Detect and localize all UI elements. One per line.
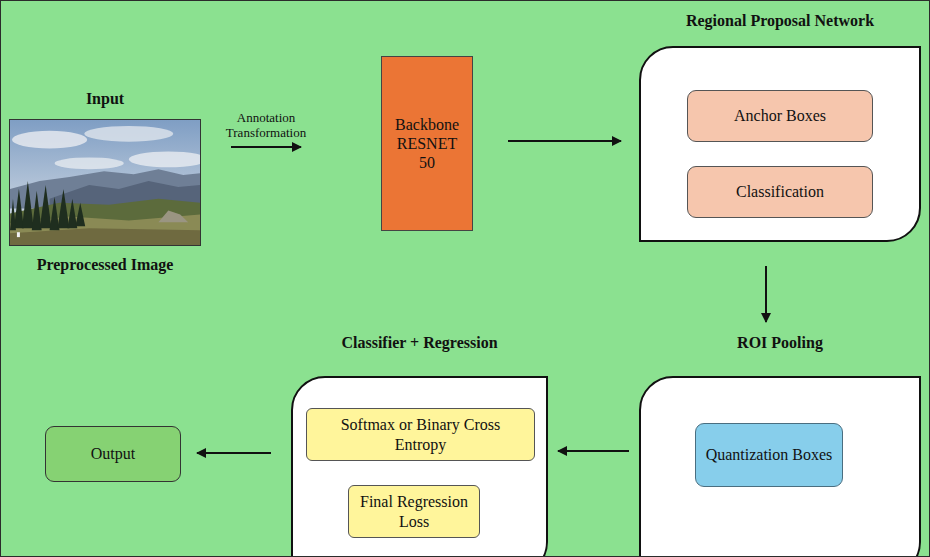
- landscape-photo: [10, 120, 200, 245]
- roi-container: ROI PoolingQuantization Boxes: [639, 376, 921, 557]
- classifier-container: Classifier + RegressionSoftmax or Binary…: [291, 376, 548, 557]
- box-label: Anchor Boxes: [734, 106, 826, 125]
- flow-arrow: [231, 146, 301, 148]
- box-label: Output: [91, 444, 135, 463]
- box-label: Backbone RESNET 50: [390, 115, 464, 173]
- box-label: Quantization Boxes: [706, 445, 833, 464]
- box-label: Classification: [736, 182, 824, 201]
- flow-arrow: [765, 266, 767, 322]
- box-label: Softmax or Binary Cross Entropy: [315, 415, 526, 453]
- process-box: Classification: [687, 166, 873, 218]
- container-heading: Classifier + Regression: [341, 334, 497, 352]
- image-caption: Preprocessed Image: [37, 256, 174, 274]
- container-heading: ROI Pooling: [737, 334, 823, 352]
- flow-arrow: [558, 450, 629, 452]
- input-heading: Input: [86, 90, 124, 108]
- container-heading: Regional Proposal Network: [686, 12, 874, 30]
- box-label: Final Regression Loss: [357, 492, 471, 530]
- process-box: Final Regression Loss: [348, 485, 480, 538]
- process-box: Quantization Boxes: [695, 423, 843, 487]
- flow-arrow: [508, 140, 621, 142]
- process-box: Anchor Boxes: [687, 90, 873, 142]
- output-box: Output: [45, 426, 181, 482]
- input-image: InputPreprocessed Image: [9, 119, 201, 246]
- backbone-box: Backbone RESNET 50: [381, 56, 473, 231]
- flow-arrow: [197, 452, 271, 454]
- edge-label: Annotation Transformation: [211, 110, 321, 141]
- rpn-container: Regional Proposal NetworkAnchor BoxesCla…: [639, 46, 921, 242]
- process-box: Softmax or Binary Cross Entropy: [306, 408, 535, 461]
